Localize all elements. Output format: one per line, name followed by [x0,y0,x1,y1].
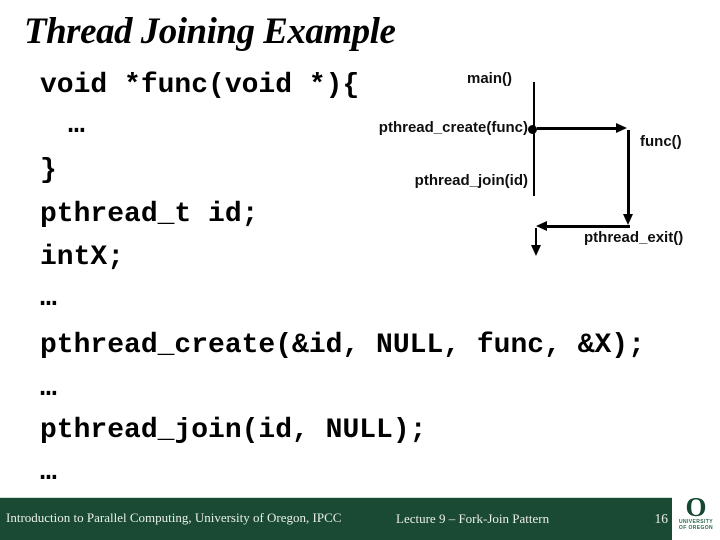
diagram-label-exit: pthread_exit() [584,229,684,246]
diagram-label-create: pthread_create(func) [378,119,528,136]
footer-course-text: Introduction to Parallel Computing, Univ… [6,510,342,525]
diagram-label-func: func() [640,133,682,150]
uo-logo-text-line2: OF OREGON [678,525,714,531]
code-line-pthread-create: pthread_create(&id, NULL, func, &X); [40,330,645,361]
code-line-ellipsis: … [40,457,57,488]
uo-logo-text-line1: UNIVERSITY [678,519,713,525]
code-line-ellipsis: … [40,373,57,404]
main-continue-line [535,228,537,246]
main-arrowhead-icon [531,245,541,256]
exit-return-line [547,225,630,228]
university-of-oregon-logo: O UNIVERSITY OF OREGON [672,493,720,540]
slide-title: Thread Joining Example [24,11,396,52]
fork-point-dot [528,125,537,134]
code-line-pthread-join: pthread_join(id, NULL); [40,415,427,446]
func-arrowhead-icon [623,214,633,225]
uo-o-icon: O [685,492,707,522]
exit-arrowhead-icon [536,221,547,231]
diagram-label-main: main() [467,70,512,87]
main-thread-line [533,82,535,196]
code-line-ellipsis: … [40,283,57,314]
page-number: 16 [654,511,669,526]
diagram-label-join: pthread_join(id) [414,172,528,189]
create-arrowhead-icon [616,123,627,133]
code-line-pthread-t: pthread_t id; [40,199,259,230]
code-line-func-signature: void *func(void *){ [40,70,360,101]
footer-bar [0,497,720,540]
code-line-ellipsis: … [68,110,85,141]
footer-lecture-text: Lecture 9 – Fork-Join Pattern [396,511,550,526]
code-line-int-x: intX; [40,242,125,273]
create-arrow-line [537,127,617,130]
func-thread-line [627,130,630,215]
code-line-close-brace: } [40,155,57,186]
